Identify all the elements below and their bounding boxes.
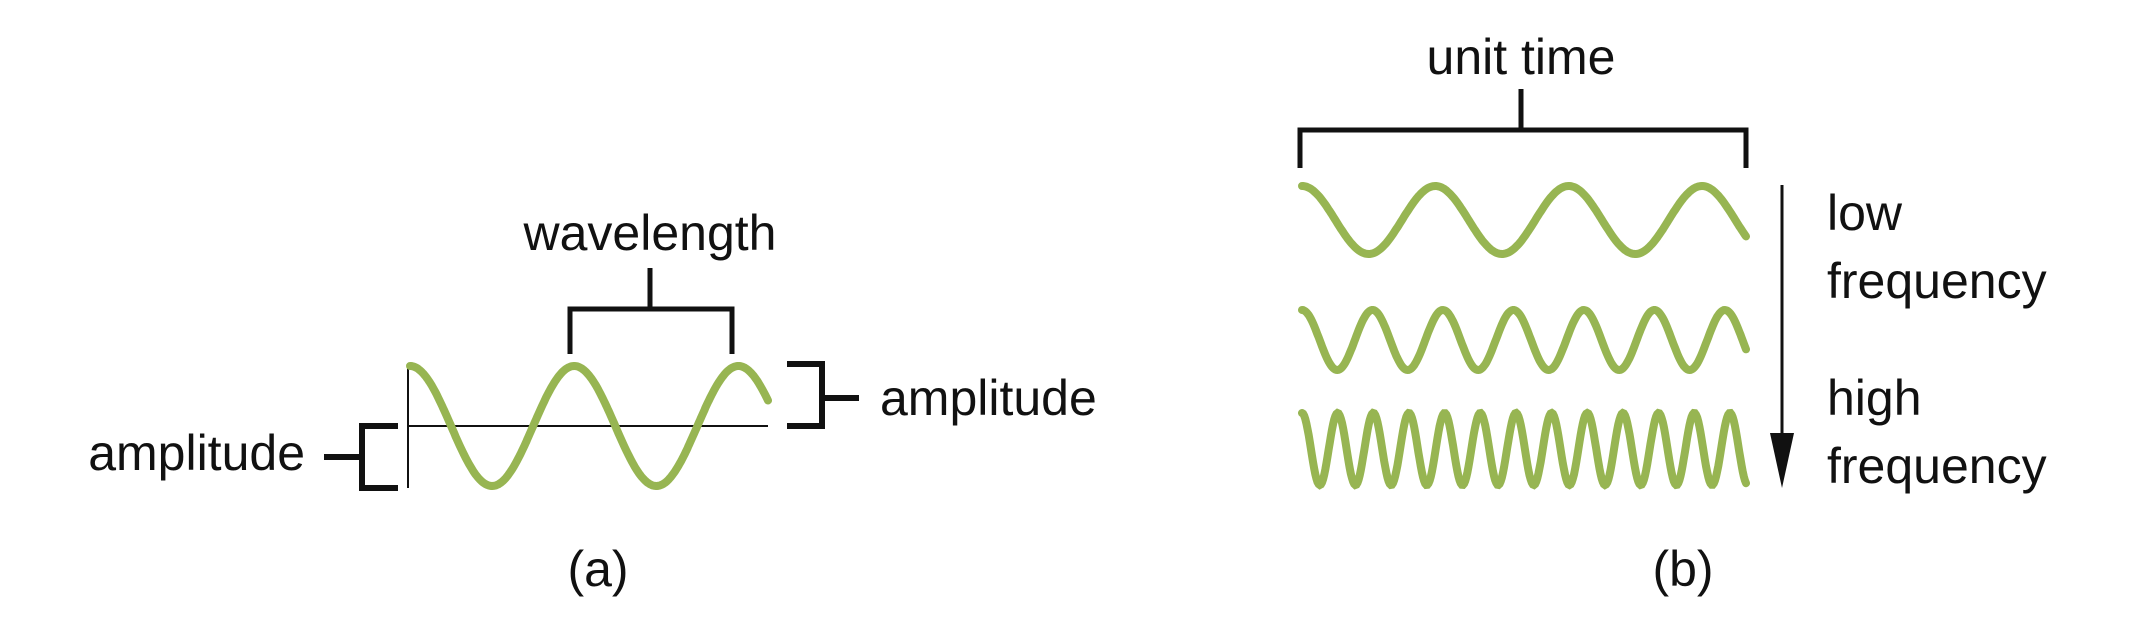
sine-wave	[406, 362, 772, 490]
wavelength-label: wavelength	[523, 205, 777, 261]
panel-b: unit time low frequency high frequency (…	[1297, 29, 2047, 597]
low-frequency-wave	[1298, 182, 1750, 258]
amplitude-right-bracket	[787, 361, 859, 429]
low-frequency-label: frequency	[1827, 253, 2047, 309]
caption-b: (b)	[1652, 541, 1713, 597]
wavelength-bracket	[567, 268, 735, 354]
low-label: low	[1827, 185, 1903, 241]
caption-a: (a)	[567, 541, 628, 597]
unit-time-bracket	[1297, 89, 1749, 168]
high-frequency-wave	[1298, 408, 1750, 490]
unit-time-label: unit time	[1427, 29, 1616, 85]
amplitude-left-label: amplitude	[88, 425, 305, 481]
panel-a: wavelength amplitude amplitude (a)	[88, 205, 1097, 597]
medium-frequency-wave	[1298, 305, 1750, 375]
amplitude-right-label: amplitude	[880, 370, 1097, 426]
frequency-arrow-head	[1770, 433, 1794, 488]
high-frequency-label: frequency	[1827, 438, 2047, 494]
high-label: high	[1827, 370, 1922, 426]
amplitude-left-bracket	[324, 423, 398, 491]
